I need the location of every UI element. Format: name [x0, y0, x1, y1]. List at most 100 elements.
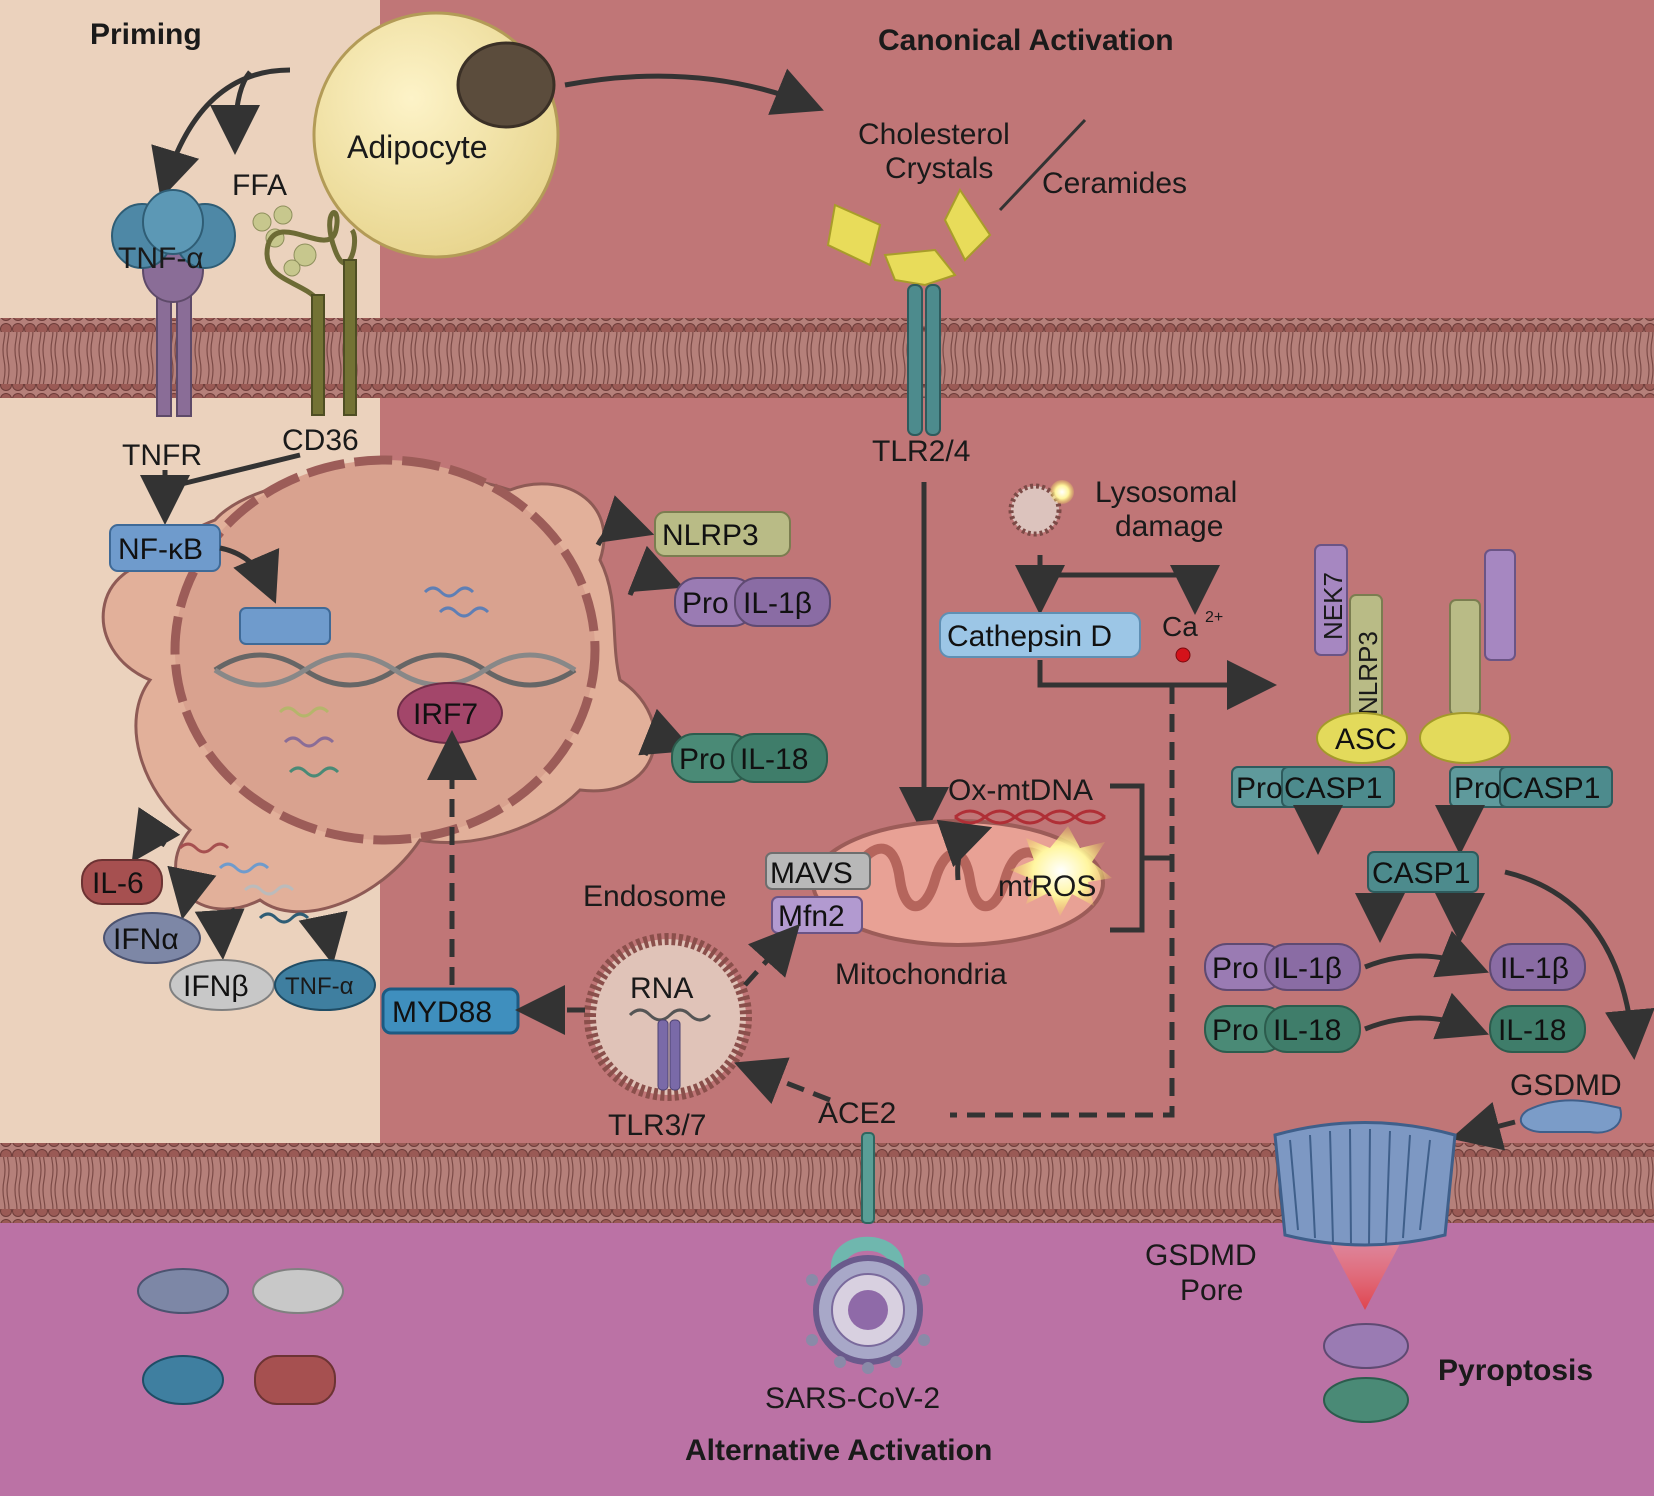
plasma-membrane-top — [0, 318, 1654, 398]
secreted-tnfa — [142, 1355, 224, 1405]
il1b-mature-label: IL-1β — [1500, 952, 1569, 985]
pro-il1b-mature-part — [734, 577, 831, 627]
pro-il18-label-2: IL-18 — [1273, 1014, 1341, 1047]
arrow-to-nlrp3 — [595, 495, 655, 547]
gsdmd-monomer — [1519, 1099, 1622, 1134]
nfkb-bound-box — [239, 607, 331, 645]
sars-cov-2-virion — [806, 1255, 930, 1374]
released-il18-oval — [1323, 1377, 1409, 1423]
arrow-casp1-to-gsdmd — [1504, 869, 1654, 1060]
casp1-box — [1367, 851, 1479, 893]
mtros-label: mtROS — [998, 870, 1096, 903]
il18-mature-label: IL-18 — [1498, 1014, 1566, 1047]
ffa-particles — [252, 205, 317, 277]
arrow-adipocyte-to-ffa — [210, 70, 261, 155]
tnf-alpha-receptor: TNF-α — [111, 189, 236, 417]
tlr37-label: TLR3/7 — [608, 1109, 706, 1142]
arrow-pro-il18-to-il18 — [1364, 992, 1489, 1040]
arrow-to-tnfa — [298, 910, 348, 965]
nek7-box — [1314, 544, 1348, 656]
tnfa-small-label: TNF-α — [285, 973, 354, 1000]
cathepsin-d-label: Cathepsin D — [947, 620, 1112, 653]
nek7-box-2 — [1484, 549, 1516, 661]
adipocyte-label: Adipocyte — [347, 129, 488, 165]
ace2-label: ACE2 — [818, 1097, 896, 1130]
asc-oval-2 — [1419, 712, 1511, 764]
gsdmd-pore-label-line1: GSDMD — [1145, 1239, 1257, 1272]
lysosomal-label-line2: damage — [1115, 510, 1223, 543]
pro-il1b-pro-label: Pro — [682, 587, 729, 620]
gsdmd-label: GSDMD — [1510, 1069, 1622, 1102]
lysosomal-label-line1: Lysosomal — [1095, 476, 1237, 509]
asc-oval — [1316, 712, 1408, 764]
nlrp3-label: NLRP3 — [662, 519, 759, 552]
ca-superscript: 2+ — [1205, 609, 1223, 626]
ox-mtdna-label: Ox-mtDNA — [948, 774, 1093, 807]
nfkb-label: NF-κB — [118, 533, 203, 566]
myd88-label: MYD88 — [392, 996, 492, 1029]
calcium-ion — [1175, 647, 1191, 663]
dna-helix — [213, 652, 577, 688]
sars-cov-2-label: SARS-CoV-2 — [765, 1382, 940, 1415]
arrow-to-ifna — [167, 865, 217, 920]
nlrp3-box-2 — [1449, 599, 1481, 716]
dashed-ace2-to-inflammasome — [950, 686, 1175, 1118]
adipocyte-cell: Adipocyte — [312, 11, 560, 259]
pro-il1b-pro-label-2: Pro — [1212, 952, 1259, 985]
arrow-nfkb-to-nucleus — [219, 545, 280, 604]
gsdmd-pore — [1273, 1121, 1457, 1310]
procasp1-casp-label: CASP1 — [1284, 772, 1382, 805]
cholesterol-label-line2: Crystals — [885, 152, 993, 185]
pro-il18-mature-part-2 — [1264, 1005, 1361, 1053]
irf7-label: IRF7 — [413, 698, 478, 731]
arrow-to-ifnb — [194, 907, 245, 960]
slash-divider — [998, 118, 1087, 212]
pro-il1b-label: IL-1β — [743, 587, 812, 620]
mitochondria-label: Mitochondria — [835, 958, 1007, 991]
secreted-ifna — [137, 1268, 229, 1314]
rna-label: RNA — [630, 972, 693, 1005]
endosome — [584, 933, 752, 1101]
tnf-alpha-label: TNF-α — [118, 242, 204, 275]
il1b-mature-box — [1489, 943, 1586, 991]
priming-title: Priming — [90, 18, 202, 51]
pro-il1b-mature-part-2 — [1264, 943, 1361, 991]
procasp1-pro-label: Pro — [1236, 772, 1283, 805]
arrow-adipocyte-to-canonical — [564, 68, 824, 115]
bracket-mito-signals — [1110, 783, 1172, 933]
ffa-label: FFA — [232, 169, 287, 202]
nlrp3-box — [654, 511, 791, 557]
il6-oval — [81, 859, 163, 905]
tnfa-small-oval — [274, 959, 376, 1011]
pyroptosis-title: Pyroptosis — [1438, 1354, 1593, 1387]
nlrp3-vertical-label: NLRP3 — [1353, 631, 1383, 715]
ifnb-label: IFNβ — [183, 970, 249, 1003]
tlr24-label: TLR2/4 — [872, 435, 970, 468]
mavs-label: MAVS — [770, 857, 853, 890]
casp1-label: CASP1 — [1372, 857, 1470, 890]
arrow-cathepsin-to-inflammasome — [1037, 660, 1277, 710]
tlr24-receptor — [907, 284, 941, 436]
ifna-oval — [103, 912, 201, 964]
arrow-gsdmd-to-pore — [1450, 1101, 1516, 1151]
asc-label: ASC — [1335, 723, 1397, 756]
secreted-ifnb — [252, 1268, 344, 1314]
tnfr-label: TNFR — [122, 439, 202, 472]
ceramides-label: Ceramides — [1042, 167, 1187, 200]
mtros-burst — [1010, 826, 1112, 916]
ca-label: Ca — [1162, 611, 1198, 642]
released-il1b-oval — [1323, 1323, 1409, 1369]
il6-label: IL-6 — [92, 867, 144, 900]
pro-il18-pro-label-2: Pro — [1212, 1014, 1259, 1047]
arrow-ace2-to-endosome — [734, 1057, 831, 1105]
canonical-activation-title: Canonical Activation — [878, 24, 1174, 57]
arrow-to-il6 — [131, 807, 181, 863]
procasp1-casp-label-2: CASP1 — [1502, 772, 1600, 805]
cholesterol-crystals — [826, 188, 992, 287]
pro-il18-mature-part — [731, 733, 828, 783]
cd36-receptor — [264, 210, 358, 416]
cathepsin-d-box — [939, 612, 1141, 658]
pro-il18-pro-label: Pro — [679, 743, 726, 776]
ox-mtdna-helix — [954, 809, 1106, 825]
